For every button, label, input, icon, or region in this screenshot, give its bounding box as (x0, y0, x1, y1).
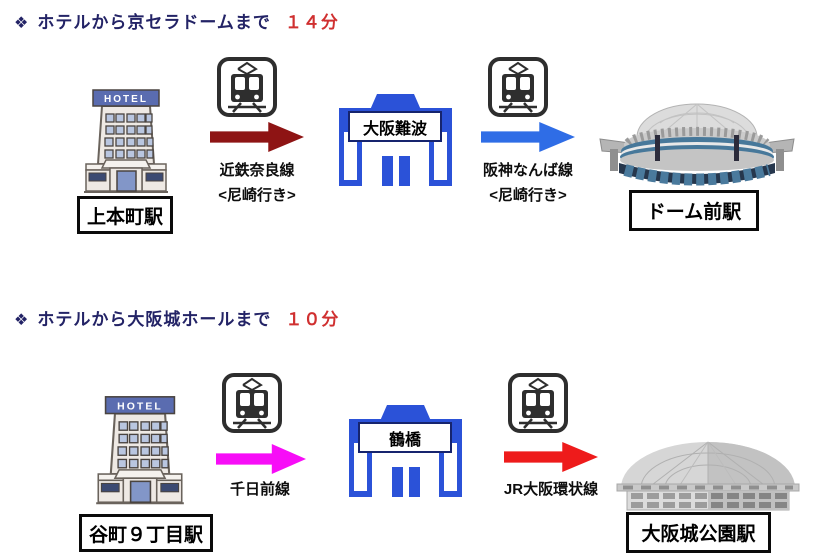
line-name: 千日前線 (229, 481, 290, 498)
line-name: 阪神なんば線 (482, 162, 573, 179)
line-name: 近鉄奈良線 (219, 162, 295, 179)
train-icon (508, 373, 568, 433)
diamond-bullet-icon: ❖ (14, 312, 30, 329)
train-icon (488, 57, 548, 117)
station-building: 大阪難波 (333, 92, 458, 190)
kyocera-dome-icon (599, 103, 795, 186)
section2-title: ホテルから大阪城ホールまで (37, 310, 272, 329)
train-icon (222, 373, 282, 433)
route-arrow-icon (216, 444, 306, 474)
via-station-sign: 大阪難波 (348, 111, 442, 142)
destination-station-label: ドーム前駅 (629, 190, 759, 231)
route-arrow-icon (210, 122, 304, 152)
line-direction: <尼崎行き> (218, 187, 296, 204)
hotel-building-icon: HOTEL (96, 396, 184, 505)
line-name: JR大阪環状線 (503, 481, 599, 498)
hotel-sign-text: HOTEL (104, 94, 148, 105)
origin-station-label: 上本町駅 (77, 196, 173, 234)
via-station-sign: 鶴橋 (358, 422, 452, 453)
destination-station-label: 大阪城公園駅 (626, 512, 771, 553)
section1-title: ホテルから京セラドームまで (37, 13, 271, 32)
section2-duration: １０分 (285, 310, 340, 329)
section1-header: ❖ ホテルから京セラドームまで １４分 (14, 8, 339, 33)
route-arrow-icon (504, 442, 598, 472)
section1-duration: １４分 (284, 13, 339, 32)
line-direction: <尼崎行き> (489, 187, 567, 204)
section2-header: ❖ ホテルから大阪城ホールまで １０分 (14, 305, 339, 330)
origin-station-label: 谷町９丁目駅 (79, 514, 213, 552)
hotel-sign-text: HOTEL (117, 401, 163, 412)
train-icon (217, 57, 277, 117)
station-building: 鶴橋 (343, 402, 468, 502)
hotel-building-icon: HOTEL (84, 89, 168, 193)
route-arrow-icon (481, 122, 575, 152)
diamond-bullet-icon: ❖ (14, 15, 30, 32)
osaka-jo-hall-icon (616, 441, 800, 511)
